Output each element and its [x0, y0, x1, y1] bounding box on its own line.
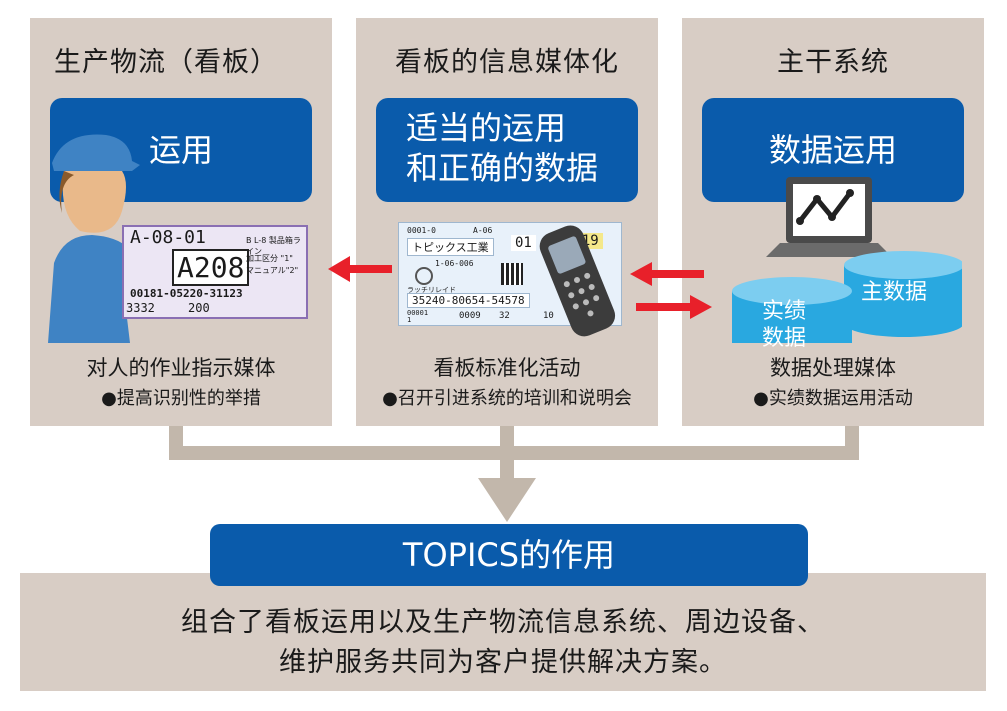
card-process: 加工区分 "1" [246, 254, 293, 263]
handheld-scanner-icon [539, 225, 616, 337]
card-f5: 10 [543, 311, 554, 321]
panel-title: 生产物流（看板） [54, 47, 278, 78]
box-line-2: 和正确的数据 [406, 149, 599, 187]
card-qty-b: 200 [188, 301, 210, 315]
summary-line-1: 组合了看板运用以及生产物流信息系统、周边设备、 [181, 607, 825, 638]
card-id: 0001-0 [407, 226, 436, 235]
panel-bullet: ●实绩数据运用活动 [753, 388, 913, 409]
actual-data-label-2: 数据 [761, 326, 806, 351]
card-part-number: 00181-05220-31123 [130, 287, 243, 300]
card-qty-a: 3332 [126, 301, 155, 315]
card-sub-loc: 1-06-006 [435, 259, 474, 268]
card-f1: 00001 [407, 309, 429, 317]
card-company: トピックス工業 [407, 238, 494, 256]
operation-label: 运用 [148, 131, 213, 169]
card-partner: ラッチリレイド [407, 286, 456, 294]
card-f2: 1 [407, 316, 412, 324]
panel-caption: 看板标准化活动 [433, 356, 581, 380]
panel-production-logistics: 生产物流（看板） 运用 A-08-01 B L-8 製品箱ライン A208 加工… [30, 18, 332, 426]
card-code: A208 [172, 249, 250, 286]
proper-operation-box: 适当的运用 和正确的数据 [376, 98, 638, 202]
panel-title: 主干系统 [777, 47, 889, 78]
box-line-1: 适当的运用 [406, 109, 567, 147]
card-f3: 0009 [459, 311, 481, 321]
card-loc: A-06 [473, 226, 493, 235]
kanban-card: A-08-01 B L-8 製品箱ライン A208 加工区分 "1" マニュアル… [122, 225, 308, 319]
qr-code-icon [501, 263, 523, 285]
card-slot: 01 [511, 235, 536, 251]
panel-bullet: ●召开引进系统的培训和说明会 [382, 388, 632, 409]
summary-band [20, 573, 986, 691]
data-operation-label: 数据运用 [768, 131, 897, 169]
topics-role-title: TOPICS的作用 [210, 524, 808, 586]
card-location: A-08-01 [130, 227, 206, 248]
panel-caption: 对人的作业指示媒体 [86, 356, 276, 380]
card-manual: マニュアル"2" [246, 266, 299, 275]
master-data-label: 主数据 [860, 280, 927, 305]
laptop-database-illustration [732, 177, 962, 343]
panel-caption: 数据处理媒体 [770, 356, 896, 380]
panel-title: 看板的信息媒体化 [395, 47, 619, 78]
summary-line-2: 维护服务共同为客户提供解决方案。 [279, 647, 727, 678]
actual-data-label-1: 实绩 [761, 299, 806, 324]
card-line-name: B L-8 製品箱ライン [246, 236, 301, 256]
panel-kanban-media: 看板的信息媒体化 适当的运用 和正确的数据 0001-0 A-06 トピックス工… [356, 18, 658, 426]
panel-bullet: ●提高识别性的举措 [101, 388, 261, 409]
card-f4: 32 [499, 311, 510, 321]
target-icon [415, 267, 433, 285]
card-partno: 35240-80654-54578 [407, 293, 530, 308]
panel-core-system: 主干系统 数据运用 主数据 实绩 数据 数据处理媒体 ●实绩数据运用活动 [682, 18, 984, 426]
